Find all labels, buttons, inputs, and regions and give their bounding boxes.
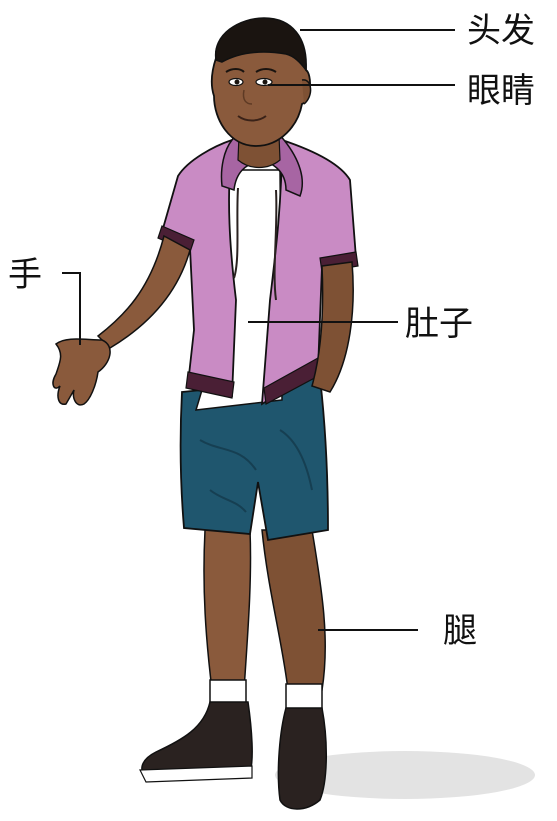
label-hand: 手 — [8, 255, 42, 295]
left-arm — [96, 234, 191, 349]
leader-hand — [62, 272, 81, 345]
right-pupil — [262, 79, 268, 85]
drawstrings — [233, 187, 278, 301]
label-belly: 肚子 — [405, 304, 473, 344]
mouth — [237, 115, 267, 122]
jacket-hem-left — [185, 371, 235, 399]
shorts-fold — [199, 429, 313, 513]
label-eyes: 眼睛 — [467, 71, 535, 111]
nose — [242, 89, 253, 105]
hair — [214, 17, 307, 73]
shorts — [179, 377, 329, 542]
left-pupil — [234, 79, 240, 85]
ground-shadow — [275, 751, 535, 799]
left-shoe — [141, 701, 253, 779]
left-leg — [203, 529, 252, 691]
right-shoe — [277, 707, 327, 810]
label-hair: 头发 — [467, 11, 535, 51]
label-leg: 腿 — [443, 611, 477, 651]
left-hand-shape — [52, 338, 111, 406]
right-arm — [311, 261, 354, 393]
jacket-right — [260, 138, 357, 406]
eyebrows — [225, 68, 277, 73]
left-shoe-sole — [139, 765, 253, 783]
right-leg — [261, 529, 326, 691]
